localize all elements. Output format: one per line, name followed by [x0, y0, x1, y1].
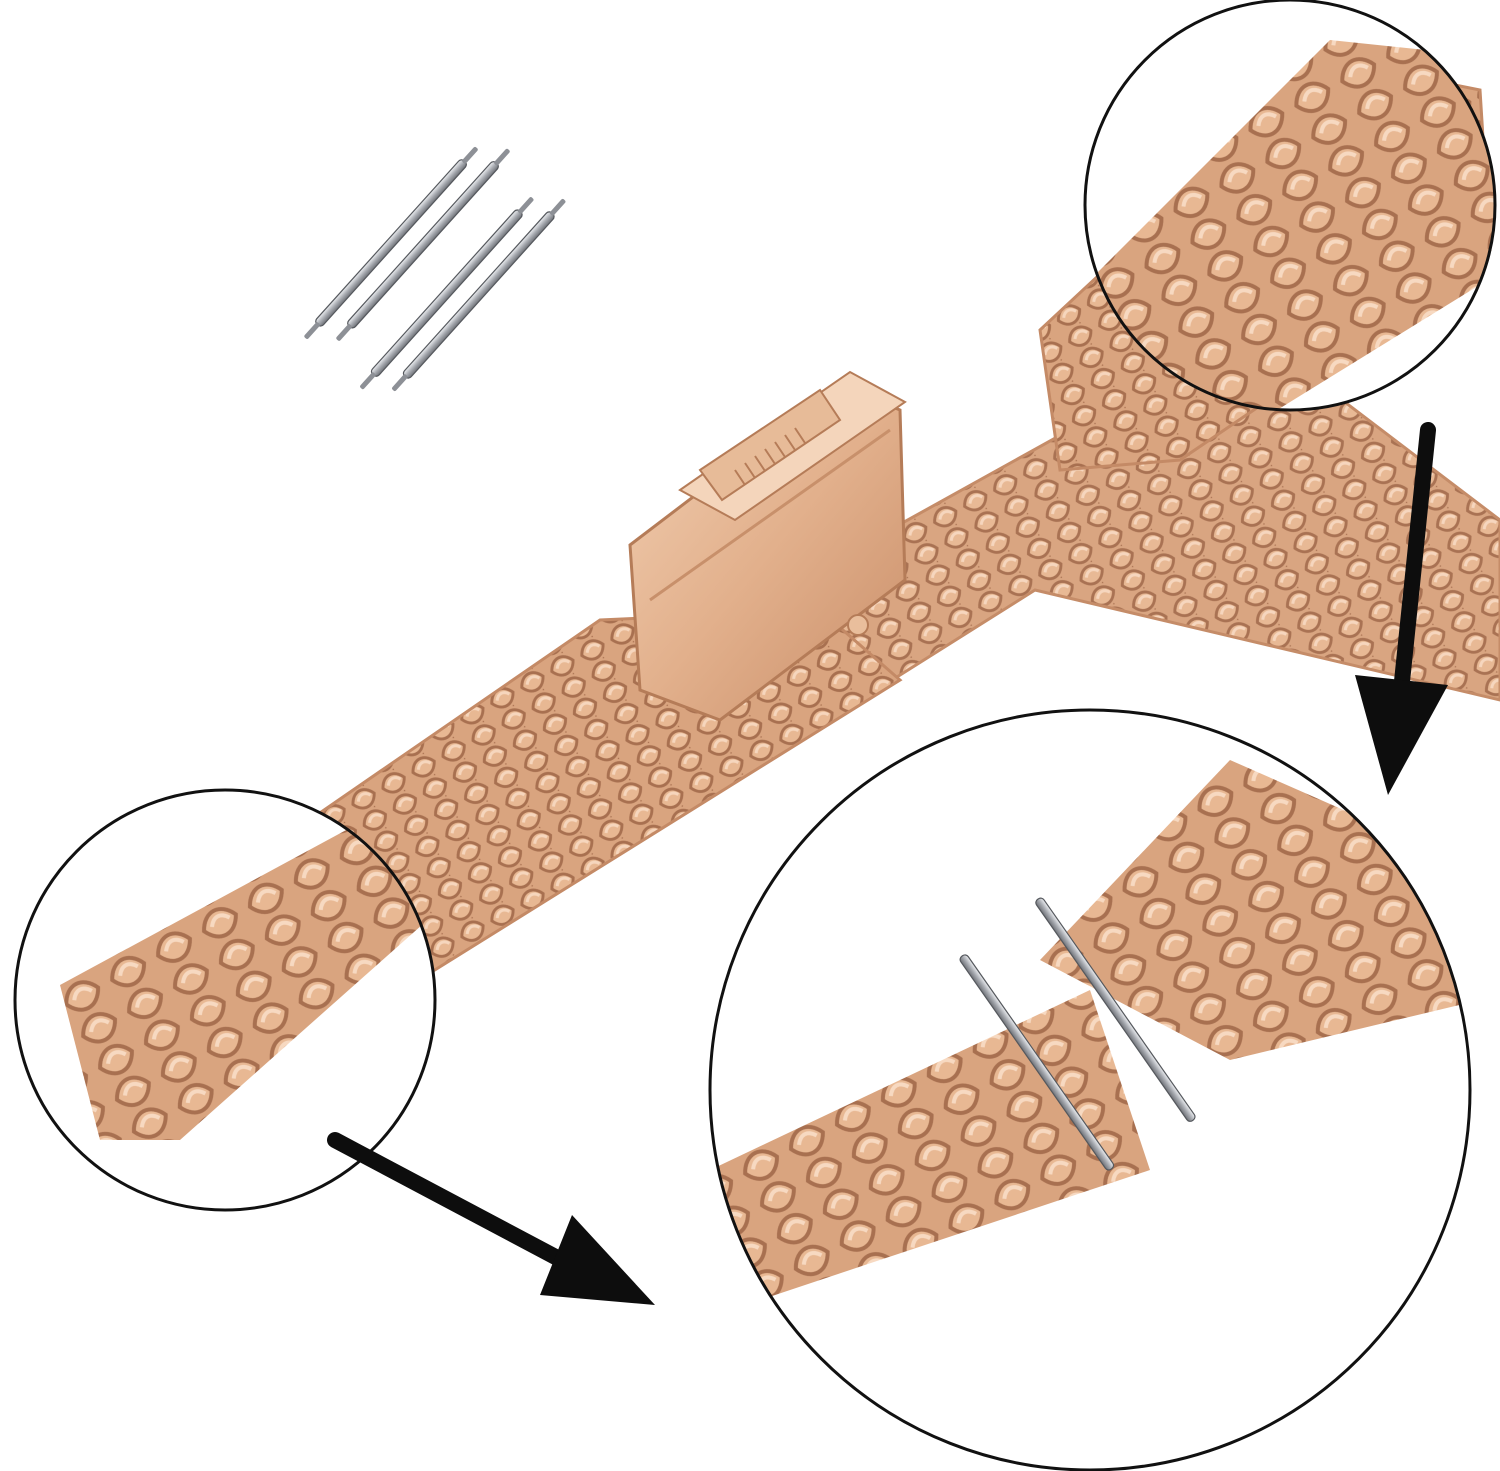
- zoom-circle-bottom-right: [708, 708, 1472, 1471]
- spring-bars: [304, 146, 566, 391]
- arrow-right-icon: [327, 1132, 655, 1305]
- spring-bar-pins-detail: [959, 897, 1196, 1171]
- arrow-down-icon: [1355, 422, 1448, 795]
- deployment-clasp: [628, 370, 907, 722]
- zoom-circle-bottom-left: [13, 788, 437, 1212]
- zoom-circle-top-right: [1083, 0, 1497, 412]
